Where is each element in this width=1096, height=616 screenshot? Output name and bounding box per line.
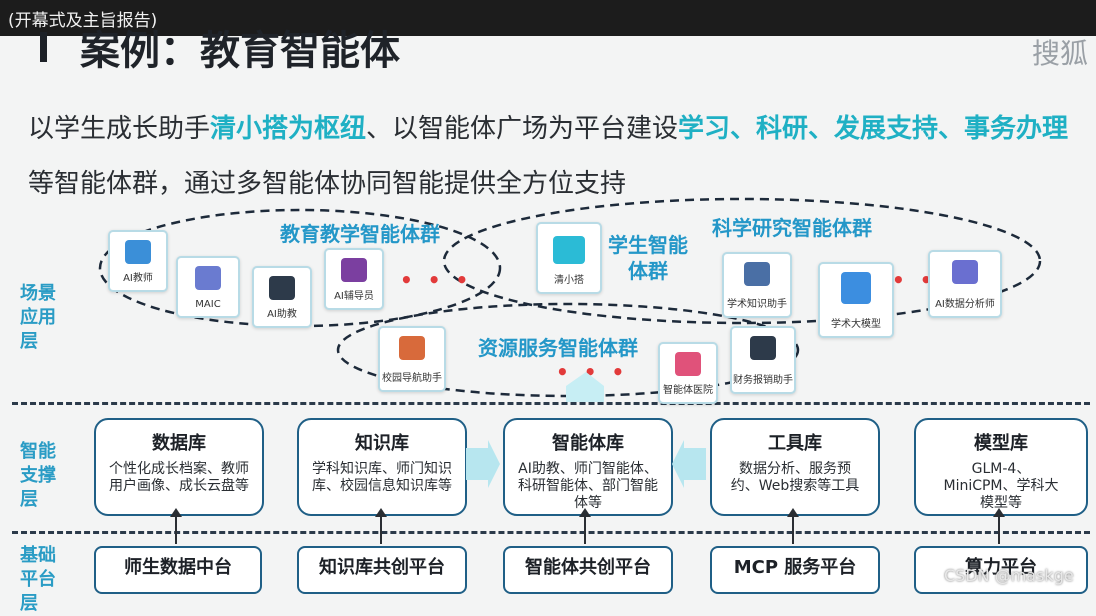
support-box-body: AI助教、师门智能体、科研智能体、部门智能体等 — [518, 461, 658, 511]
intro-part-3: 等智能体群，通过多智能体协同智能提供全方位支持 — [28, 169, 627, 199]
support-box-knowledge: 知识库 学科知识库、师门知识库、校园信息知识库等 — [297, 418, 467, 516]
header-bar-text: (开幕式及主旨报告) — [8, 11, 158, 31]
agent-card-finance-assistant: 财务报销助手 — [730, 326, 796, 394]
person-icon — [750, 336, 776, 360]
support-box-title: 知识库 — [355, 433, 409, 454]
support-box-title: 智能体库 — [552, 433, 624, 454]
intro-highlight-hub: 清小搭为枢纽 — [210, 114, 367, 144]
support-box-tools: 工具库 数据分析、服务预约、Web搜索等工具 — [710, 418, 880, 516]
platform-agent-cocreation: 智能体共创平台 — [503, 546, 673, 594]
agent-card-label: AI辅导员 — [334, 291, 374, 302]
arrow-right-icon — [466, 440, 500, 488]
counselor-icon — [341, 258, 367, 282]
agent-card-label: 清小搭 — [554, 275, 584, 286]
header-bar — [0, 0, 1096, 36]
teacher-icon — [125, 240, 151, 264]
support-box-body: 个性化成长档案、教师用户画像、成长云盘等 — [109, 461, 249, 494]
intro-part-1: 以学生成长助手 — [28, 114, 211, 144]
agent-card-maic: MAIC — [176, 256, 240, 318]
layer-label-scene: 场景应用层 — [20, 283, 56, 352]
arrow-up-icon — [566, 372, 604, 402]
support-box-title: 工具库 — [768, 433, 822, 454]
group-label-resource: 资源服务智能体群 — [478, 336, 638, 360]
arrow-left-icon — [672, 440, 706, 488]
intro-text: 以学生成长助手清小搭为枢纽、以智能体广场为平台建设学习、科研、发展支持、事务办理… — [28, 102, 1088, 212]
agent-card-ai-assistant: AI助教 — [252, 266, 312, 328]
intro-highlight-groups: 学习、科研、发展支持、事务办理 — [678, 114, 1069, 144]
connector-arrow-4 — [787, 508, 799, 544]
platform-data-hub: 师生数据中台 — [94, 546, 262, 594]
hospital-icon — [675, 352, 701, 376]
connector-arrow-1 — [170, 508, 182, 544]
agent-card-label: AI数据分析师 — [935, 299, 995, 310]
support-box-body: GLM-4、MiniCPM、学科大模型等 — [943, 461, 1059, 511]
map-pin-icon — [399, 336, 425, 360]
agent-card-label: 智能体医院 — [663, 385, 713, 396]
agent-card-label: MAIC — [195, 299, 221, 310]
robot-icon — [553, 236, 585, 264]
support-box-database: 数据库 个性化成长档案、教师用户画像、成长云盘等 — [94, 418, 264, 516]
document-edit-icon — [841, 272, 871, 304]
agent-card-label: 校园导航助手 — [382, 373, 442, 384]
support-box-agents: 智能体库 AI助教、师门智能体、科研智能体、部门智能体等 — [503, 418, 673, 516]
platform-knowledge-cocreation: 知识库共创平台 — [297, 546, 467, 594]
agent-card-label: 学术大模型 — [831, 319, 881, 330]
classroom-icon — [195, 266, 221, 290]
connector-arrow-2 — [375, 508, 387, 544]
platform-compute: 算力平台 — [914, 546, 1088, 594]
slide-title: 案例：教育智能体 — [80, 28, 400, 74]
support-box-title: 模型库 — [974, 433, 1028, 454]
platform-mcp-service: MCP 服务平台 — [710, 546, 880, 594]
agent-card-academic-model: 学术大模型 — [818, 262, 894, 338]
agent-card-academic-knowledge: 学术知识助手 — [722, 252, 792, 318]
support-box-body: 数据分析、服务预约、Web搜索等工具 — [730, 461, 860, 494]
layer-label-support: 智能支撑层 — [20, 441, 56, 510]
data-analyst-icon — [952, 260, 978, 284]
agent-card-label: AI教师 — [123, 273, 153, 284]
agent-card-campus-guide: 校园导航助手 — [378, 326, 446, 392]
intro-part-2: 、以智能体广场为平台建设 — [366, 114, 679, 144]
agent-card-ai-counselor: AI辅导员 — [324, 248, 384, 310]
support-box-body: 学科知识库、师门知识库、校园信息知识库等 — [312, 461, 452, 494]
agent-card-ai-data-analyst: AI数据分析师 — [928, 250, 1002, 318]
layer-divider-bottom — [12, 531, 1090, 534]
flow-arrows — [466, 372, 706, 488]
layer-divider-top — [12, 402, 1090, 405]
ellipse-student — [442, 197, 1042, 325]
agent-card-label: 学术知识助手 — [727, 299, 787, 310]
credit-watermark: CSDN @maskge — [944, 566, 1074, 585]
books-icon — [744, 262, 770, 286]
agent-card-qingxiaoda: 清小搭 — [536, 222, 602, 294]
title-accent-bar — [40, 32, 47, 62]
agent-card-label: AI助教 — [267, 309, 297, 320]
agent-card-ai-teacher: AI教师 — [108, 230, 168, 292]
graduate-icon — [269, 276, 295, 300]
group-label-teaching: 教育教学智能体群 — [280, 222, 440, 246]
agent-card-label: 财务报销助手 — [733, 375, 793, 386]
connector-arrow-3 — [579, 508, 591, 544]
connector-arrow-5 — [993, 508, 1005, 544]
agent-card-agent-hospital: 智能体医院 — [658, 342, 718, 404]
group-label-student: 学生智能体群 — [608, 233, 688, 283]
more-dots-teaching: • • • — [400, 268, 473, 292]
support-box-title: 数据库 — [152, 433, 206, 454]
watermark: 搜狐 — [1032, 37, 1089, 70]
group-label-research: 科学研究智能体群 — [712, 216, 872, 240]
